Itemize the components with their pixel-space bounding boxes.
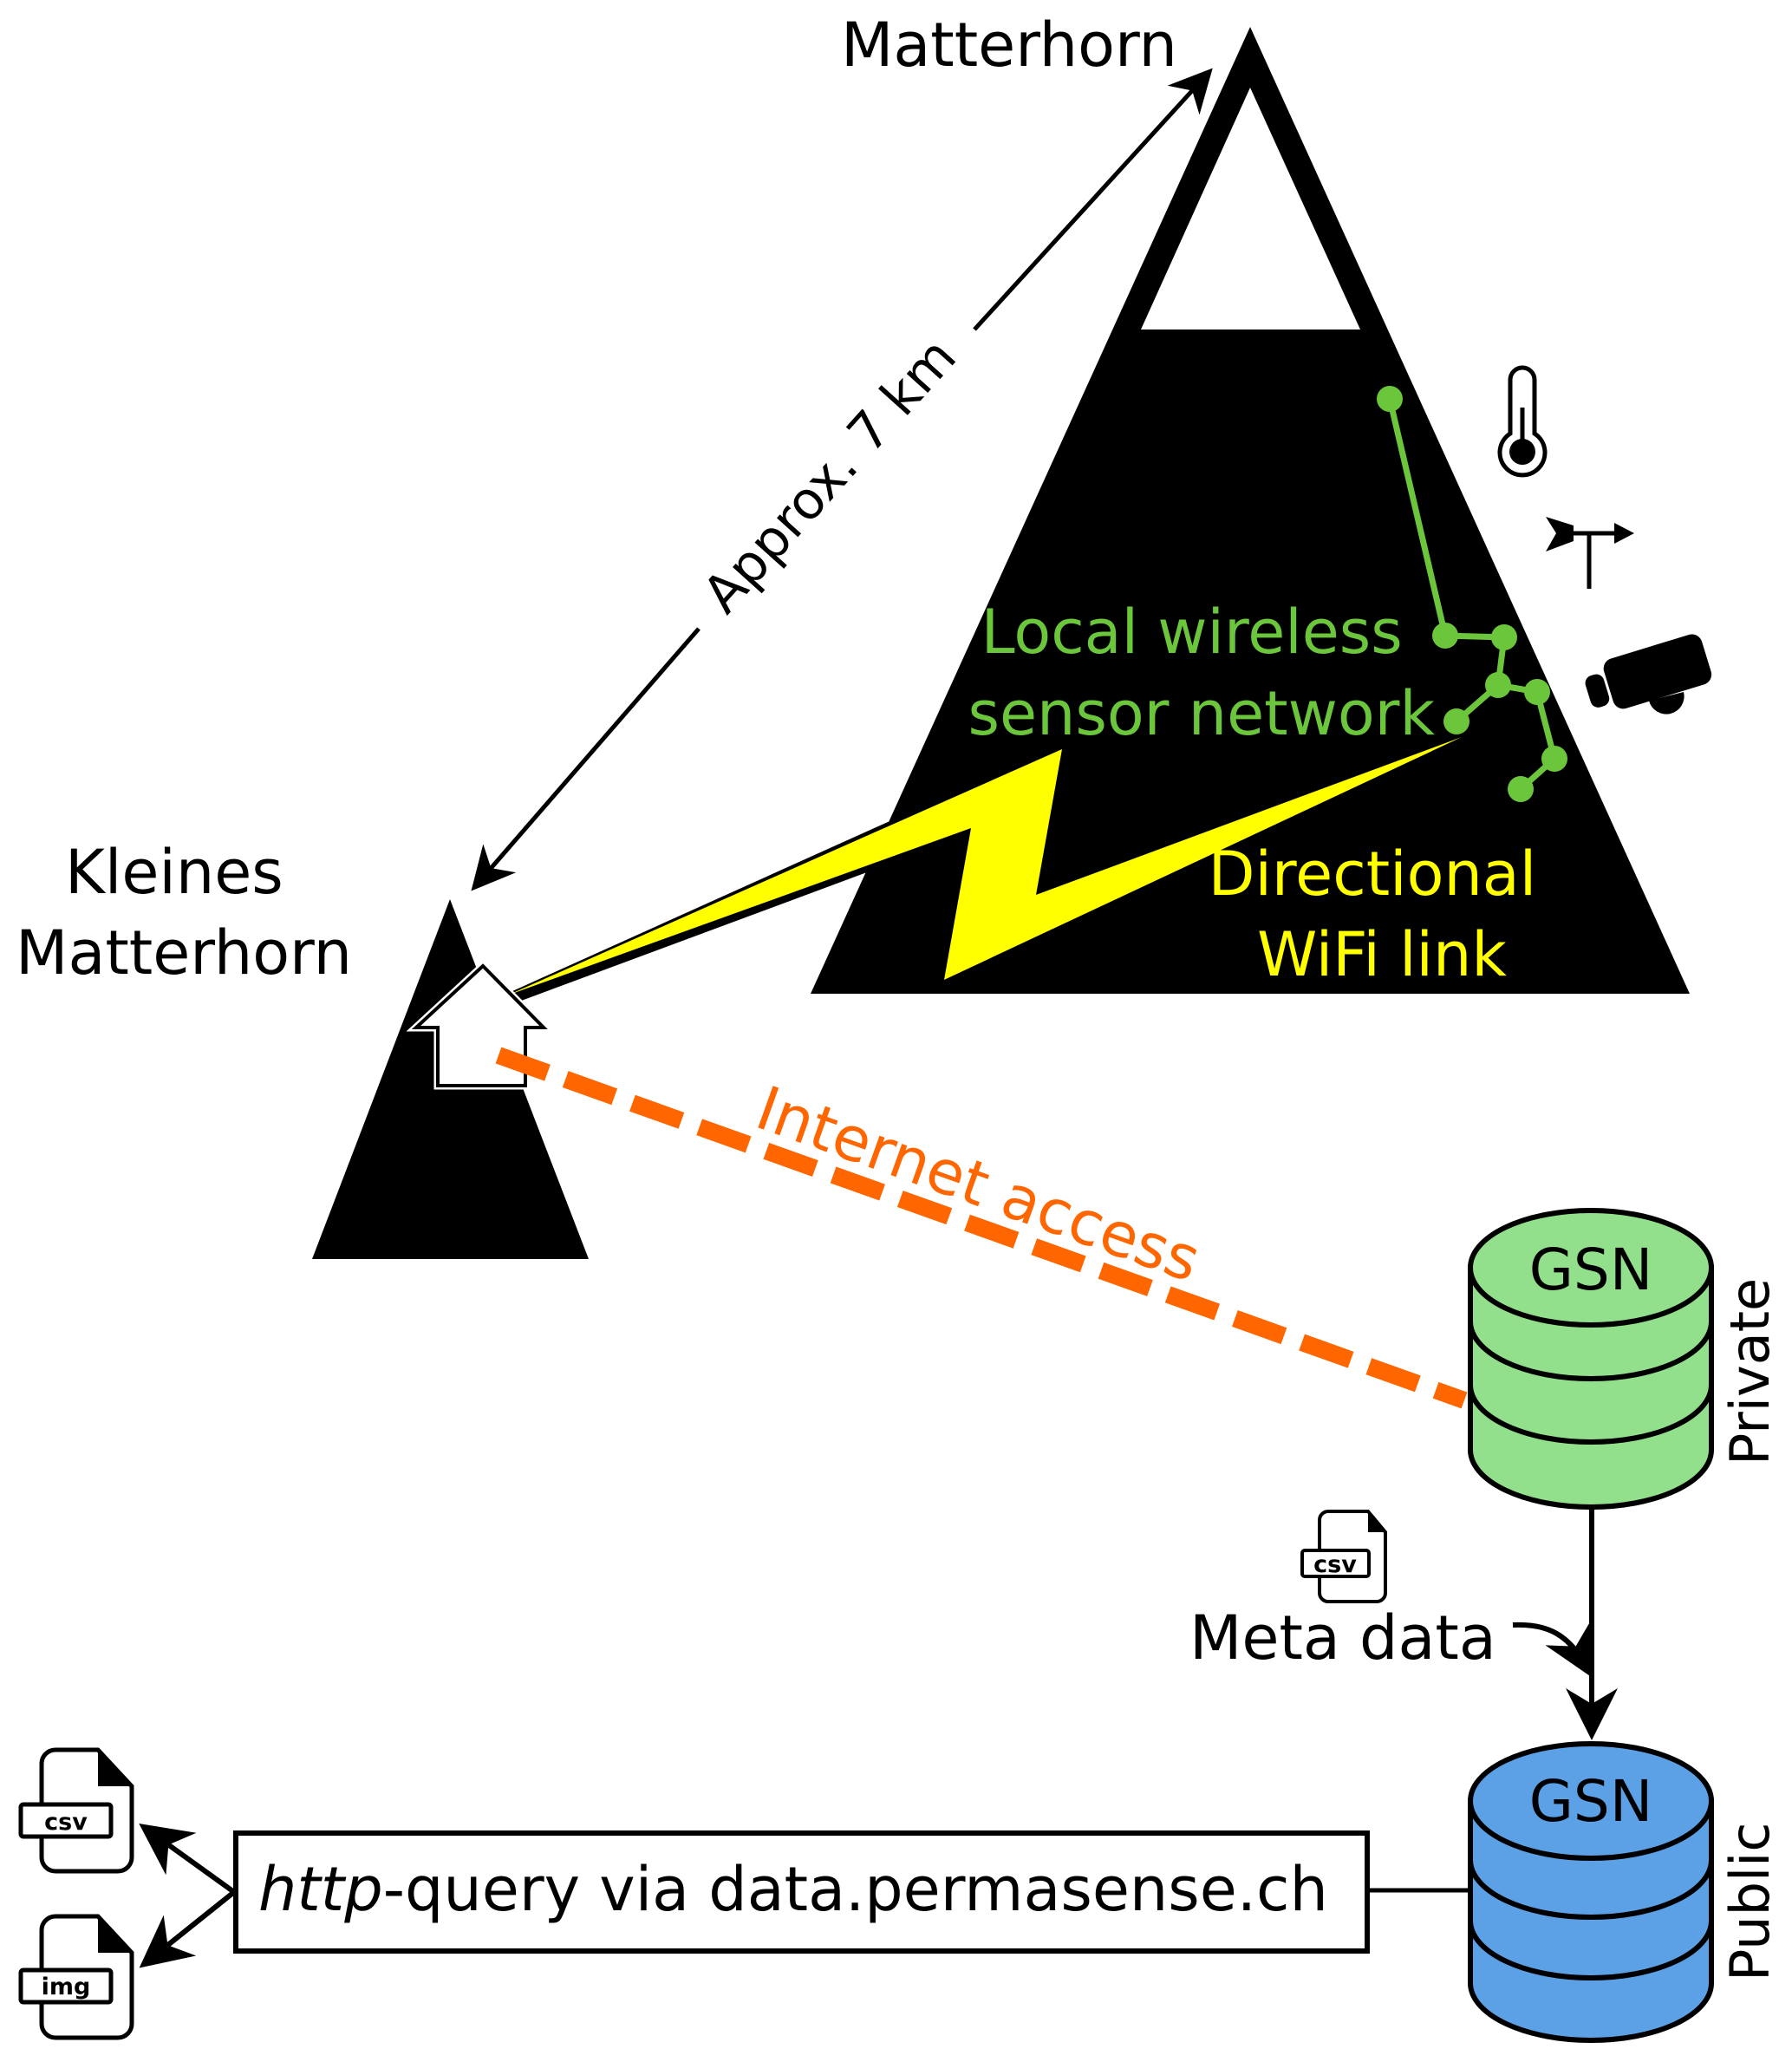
distance-label: Approx. 7 km [691,327,968,625]
svg-text:img: img [42,1974,91,2000]
csv-output-arrow [139,1823,236,1895]
svg-text:csv: csv [1313,1551,1357,1578]
public-database-title: GSN [1529,1768,1652,1835]
wifi-link-bolt [490,732,1464,1011]
public-database [1468,1741,1714,2043]
csv-file-icon: csv [18,1747,134,1874]
matterhorn-mountain [811,27,1690,994]
internet-access-label: Internet access [747,1073,1209,1296]
sensor-node [1443,708,1469,734]
query-box-label: http-query via data.permasense.ch [258,1854,1328,1925]
private-database-label: Private [1718,1278,1782,1465]
sensor-node [1485,672,1511,698]
matterhorn-label: Matterhorn [841,10,1177,81]
sensor-node [1524,679,1550,705]
sensor-node [1377,386,1403,412]
query-box [233,1830,1370,1954]
metadata-csv-icon: csv [1300,1510,1387,1603]
snow-cap [1141,88,1360,330]
sensor-network-graph [1377,386,1567,802]
private-database [1468,1208,1714,1510]
sensor-node [1432,623,1458,649]
sensor-node [1541,746,1567,772]
thermometer-icon [1497,365,1548,478]
sensor-network-label: Local wireless sensor network [968,597,1435,749]
metadata-label: Meta data [1189,1602,1496,1674]
camera-icon [1585,634,1712,715]
wifi-link-label: Directional WiFi link [1209,839,1556,990]
sensor-node [1508,776,1534,802]
private-database-title: GSN [1529,1237,1652,1303]
img-output-arrow [139,1889,236,1968]
public-database-label: Public [1718,1823,1782,1982]
img-file-icon: img [18,1914,134,2040]
wind-vane-icon [1546,517,1634,589]
sensor-node [1491,624,1517,650]
svg-text:csv: csv [44,1809,88,1836]
kleines-matterhorn-label: Kleines Matterhorn [16,837,352,989]
distance-arrow [471,68,1213,891]
metadata-arrow [1512,1620,1593,1679]
internet-access-link [495,1047,1468,1409]
